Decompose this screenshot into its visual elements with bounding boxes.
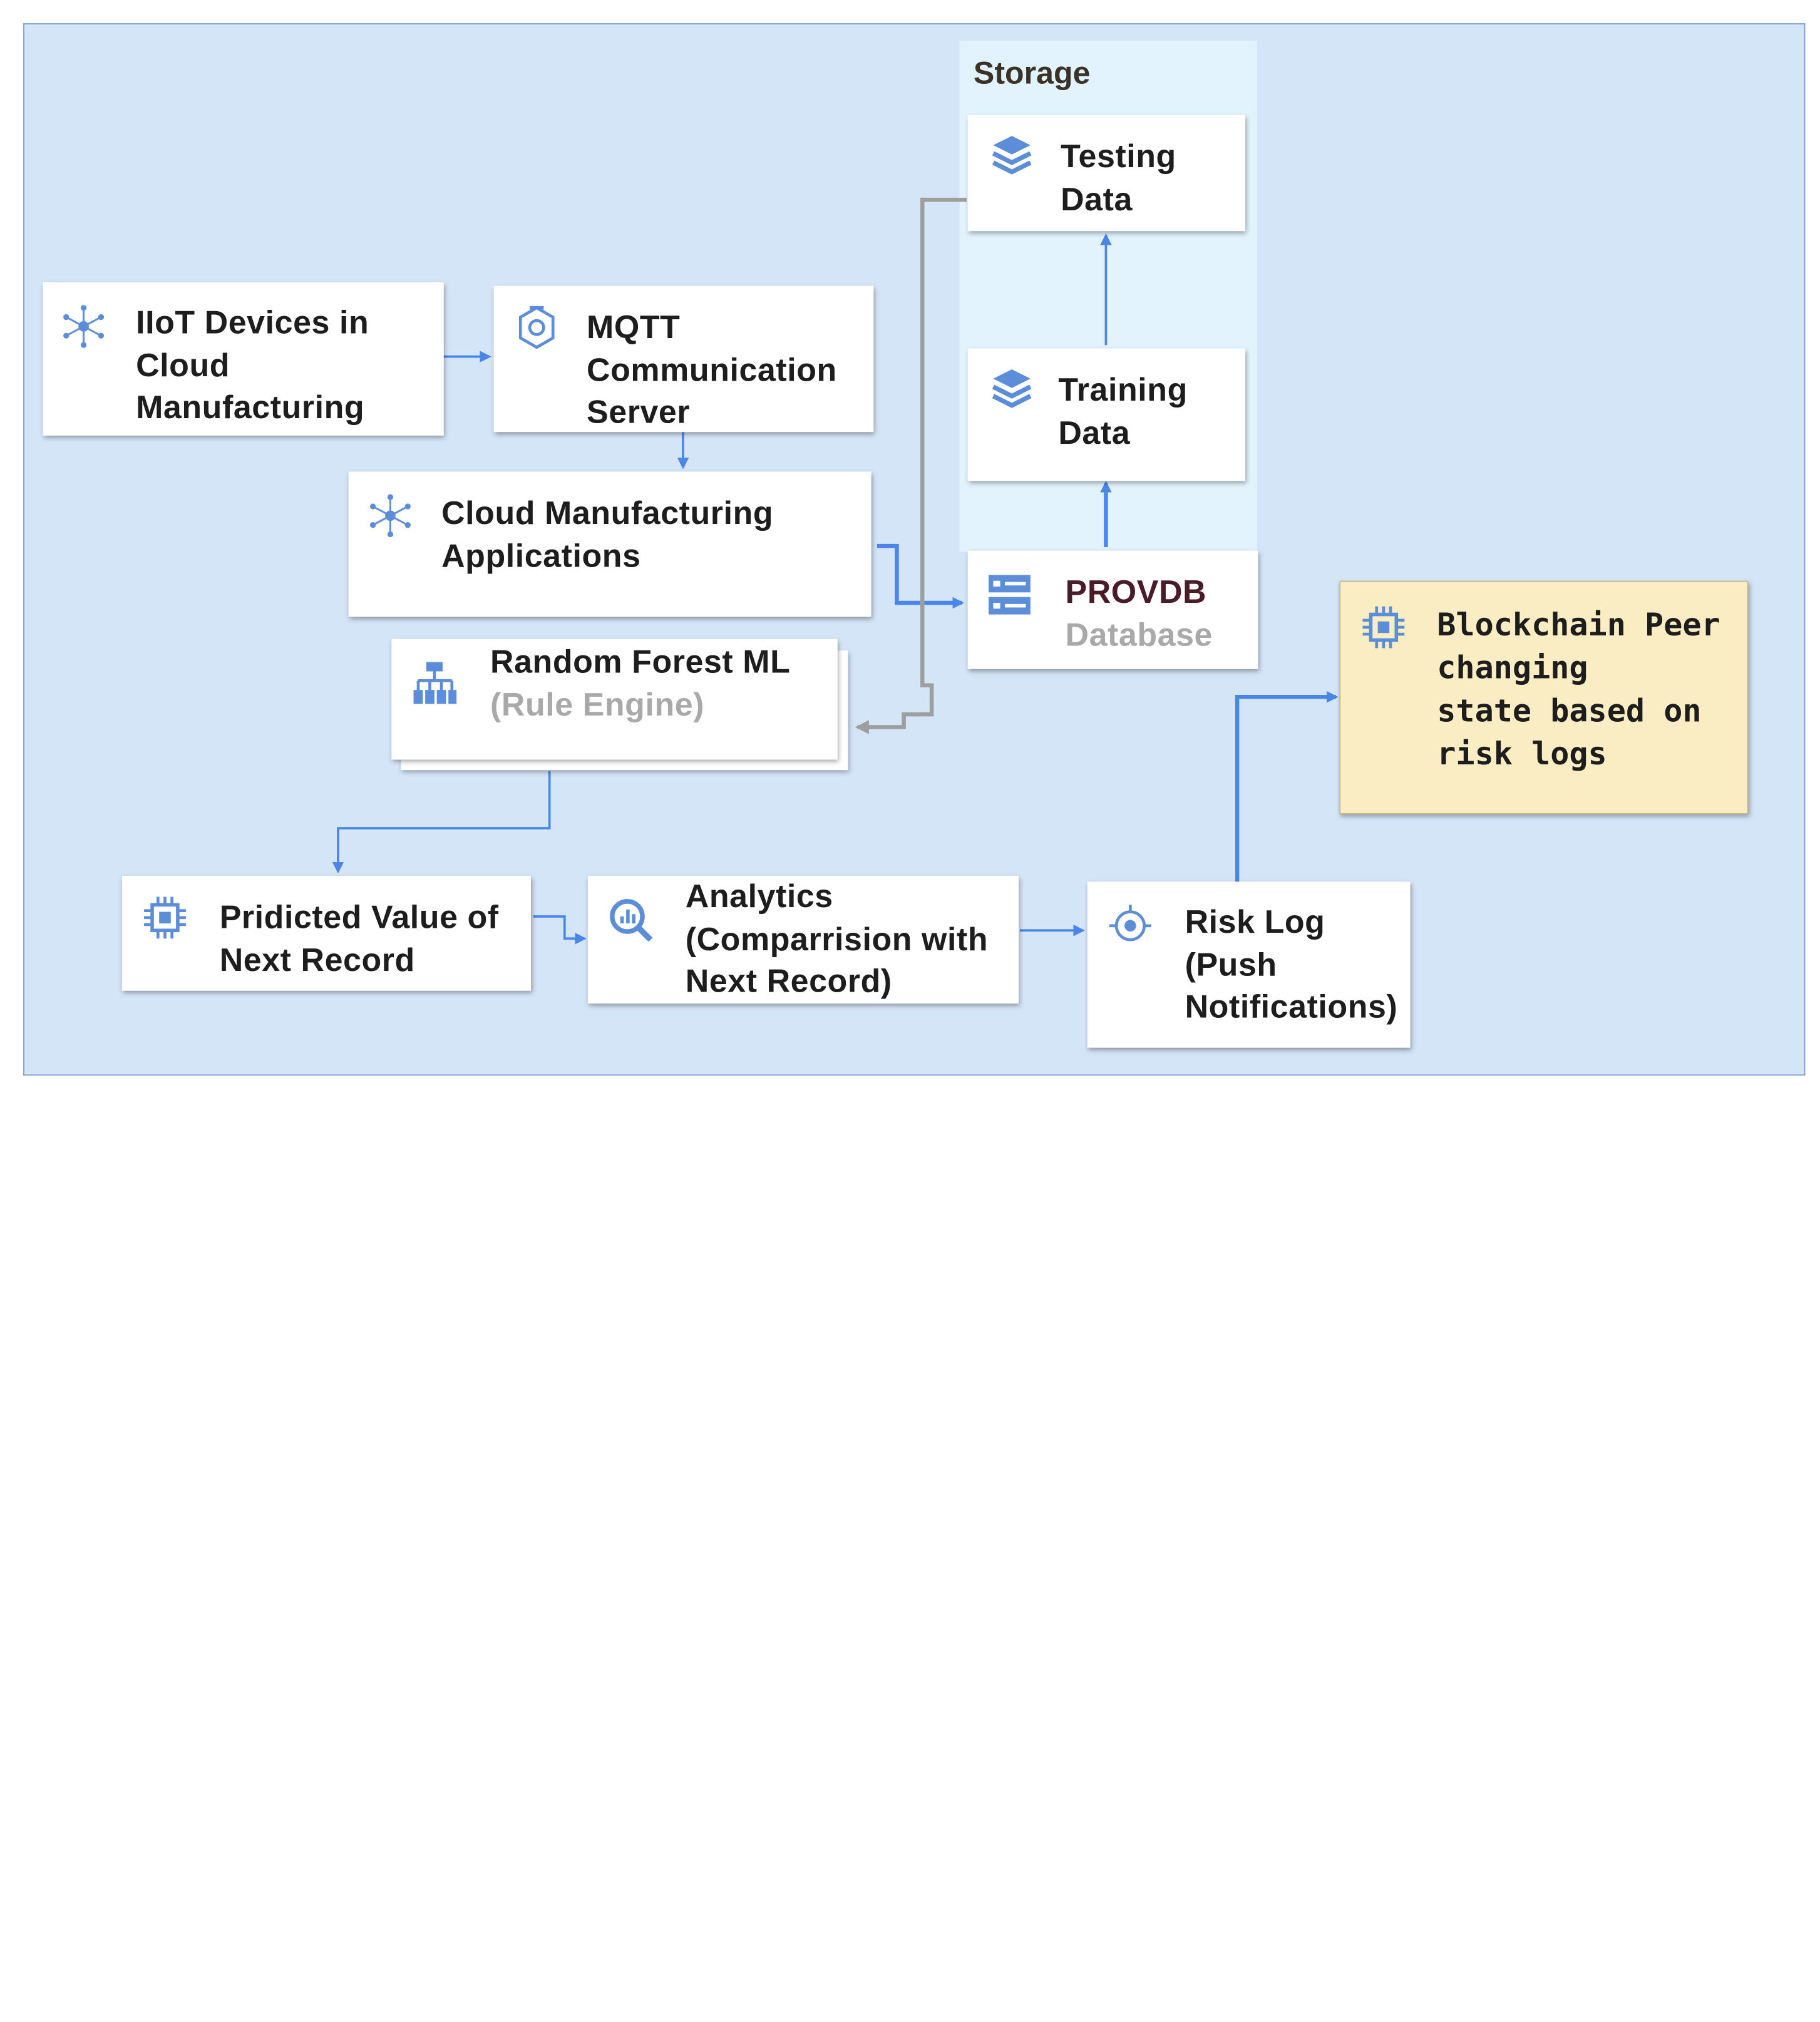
- node-predicted-value[interactable]: Pridicted Value of Next Record: [121, 876, 531, 991]
- node-cloud-apps-label: Cloud Manufacturing Applications: [441, 495, 774, 573]
- node-analytics-label: Analytics (Comparrision with Next Record…: [685, 878, 989, 999]
- node-training-data[interactable]: Training Data: [967, 348, 1246, 481]
- storage-title: Storage: [973, 56, 1091, 91]
- node-predicted-value-label: Pridicted Value of Next Record: [219, 899, 499, 978]
- node-provdb[interactable]: PROVDB Database: [967, 550, 1258, 669]
- magnifier-chart-icon: [610, 899, 653, 942]
- node-testing-data-label: Testing Data: [1061, 138, 1176, 217]
- node-provdb-label: PROVDB: [1065, 573, 1207, 610]
- node-random-forest-label: Random Forest ML: [490, 643, 791, 680]
- node-blockchain-peer-label: Blockchain Peer changing state based on …: [1437, 607, 1720, 772]
- node-mqtt-server[interactable]: MQTT Communication Server: [493, 285, 874, 433]
- target-icon: [1109, 905, 1151, 942]
- node-iiot-devices-label: IIoT Devices in Cloud Manufacturing: [136, 304, 369, 426]
- network-hub-icon: [63, 305, 105, 348]
- node-training-data-label: Training Data: [1058, 371, 1188, 451]
- node-testing-data[interactable]: Testing Data: [967, 115, 1246, 232]
- node-random-forest[interactable]: Random Forest ML (Rule Engine): [391, 639, 838, 760]
- node-iiot-devices[interactable]: IIoT Devices in Cloud Manufacturing: [43, 282, 444, 436]
- hierarchy-tree-icon: [413, 662, 457, 704]
- node-analytics[interactable]: Analytics (Comparrision with Next Record…: [587, 876, 1019, 1004]
- node-random-forest-sublabel: (Rule Engine): [490, 686, 705, 723]
- processor-chip-icon: [144, 896, 186, 939]
- server-rack-icon: [989, 575, 1031, 615]
- stacked-layers-icon: [992, 136, 1032, 175]
- node-blockchain-peer[interactable]: Blockchain Peer changing state based on …: [1339, 580, 1749, 814]
- processor-chip-icon: [1362, 606, 1405, 649]
- network-hub-icon: [369, 494, 411, 538]
- node-risk-log-label: Risk Log (Push Notifications): [1185, 903, 1398, 1025]
- node-mqtt-server-label: MQTT Communication Server: [587, 309, 837, 430]
- node-provdb-sublabel: Database: [1065, 617, 1213, 653]
- stacked-layers-icon: [992, 369, 1032, 408]
- mqtt-server-icon: [518, 305, 555, 349]
- node-cloud-apps[interactable]: Cloud Manufacturing Applications: [348, 471, 871, 617]
- node-risk-log[interactable]: Risk Log (Push Notifications): [1087, 881, 1411, 1048]
